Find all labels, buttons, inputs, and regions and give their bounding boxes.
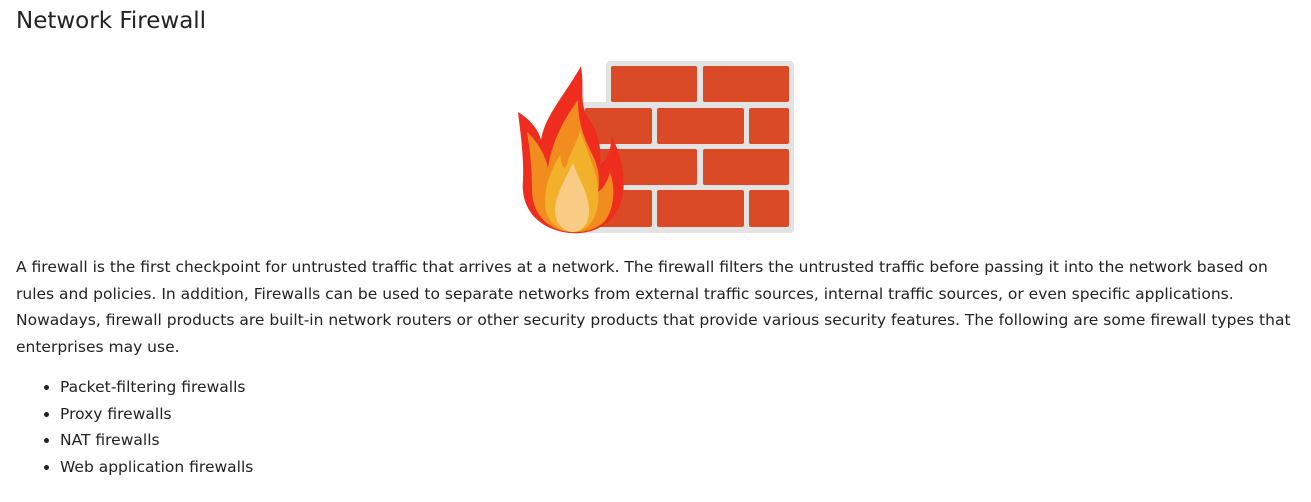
page-title: Network Firewall: [16, 8, 207, 34]
flame-icon: [518, 66, 624, 234]
list-item: Proxy firewalls: [60, 401, 253, 428]
firewall-illustration: [500, 55, 810, 240]
list-item: NAT firewalls: [60, 427, 253, 454]
firewall-description: A firewall is the first checkpoint for u…: [16, 258, 1291, 356]
firewall-types-list: Packet-filtering firewalls Proxy firewal…: [16, 374, 253, 480]
list-item: Packet-filtering firewalls: [60, 374, 253, 401]
list-item: Web application firewalls: [60, 454, 253, 481]
firewall-icon: [518, 61, 794, 234]
